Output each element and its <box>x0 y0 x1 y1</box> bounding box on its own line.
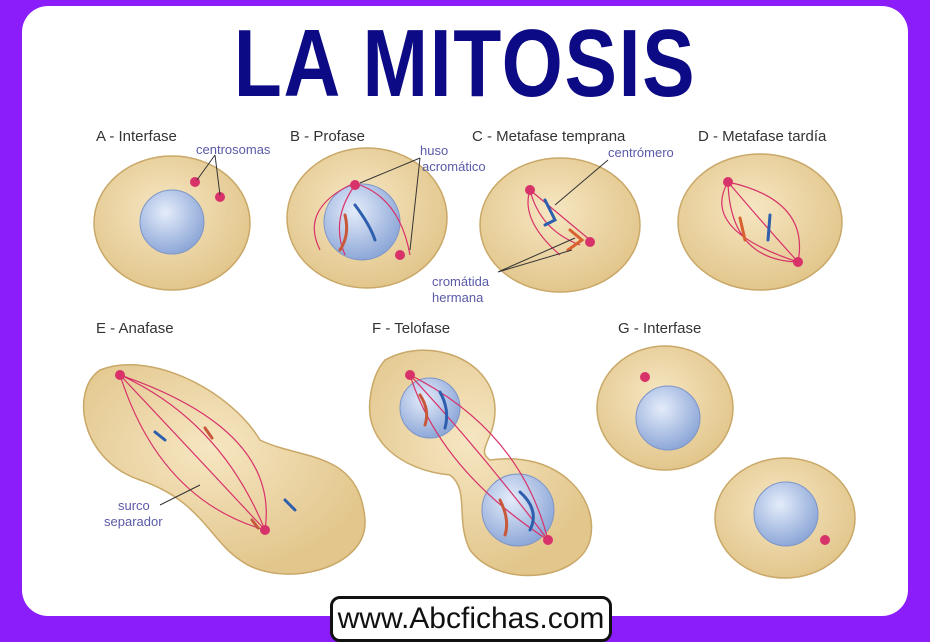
nucleus-f1 <box>399 377 461 439</box>
page-title: LA MITOSIS <box>233 10 697 117</box>
phase-label-e: E - Anafase <box>96 320 174 337</box>
nucleus-f2 <box>481 473 555 547</box>
nucleus-b <box>323 183 401 261</box>
annotation-cromatida-2: hermana <box>432 290 484 305</box>
nucleus-a <box>139 189 205 255</box>
cell-c <box>479 157 641 293</box>
nucleus-g1 <box>635 385 701 451</box>
phase-label-g: G - Interfase <box>618 320 702 337</box>
annotation-huso-2: acromático <box>422 159 486 174</box>
phase-label-b: B - Profase <box>290 128 366 145</box>
phase-label-d: D - Metafase tardía <box>698 128 827 145</box>
nucleus-g2 <box>753 481 819 547</box>
phase-label-a: A - Interfase <box>96 128 177 145</box>
annotation-centrosomas: centrosomas <box>196 142 271 157</box>
annotation-surco-1: surco <box>118 498 150 513</box>
annotation-centromero: centrómero <box>608 145 674 160</box>
annotation-surco-2: separador <box>104 514 163 529</box>
annotation-huso-1: huso <box>420 143 449 158</box>
website-footer[interactable]: www.Abcfichas.com <box>330 596 612 642</box>
cell-f <box>368 349 593 577</box>
cell-d <box>677 153 843 291</box>
phase-label-c: C - Metafase temprana <box>472 128 626 145</box>
cell-e <box>82 364 366 575</box>
mitosis-illustration <box>82 147 856 579</box>
phase-label-f: F - Telofase <box>372 320 451 337</box>
leader-lines <box>159 154 609 506</box>
annotation-cromatida-1: cromátida <box>432 274 490 289</box>
